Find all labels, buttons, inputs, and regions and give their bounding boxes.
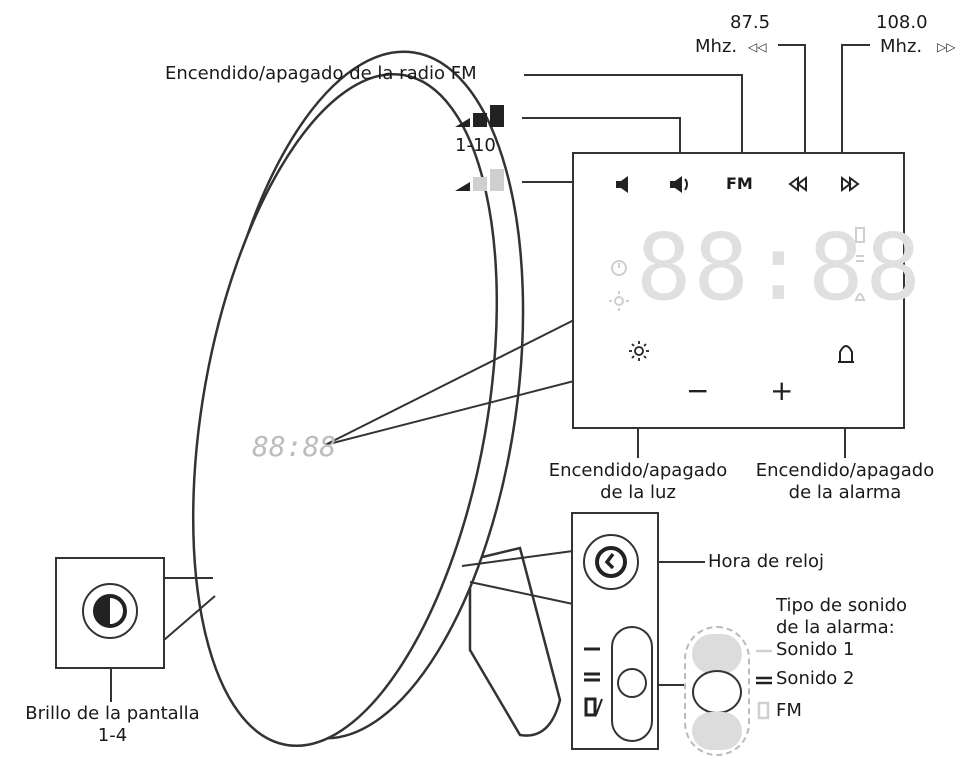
label-light-toggle: Encendido/apagado de la luz [534, 460, 742, 504]
big-slider-bottom [692, 712, 742, 750]
sound-slider[interactable] [611, 626, 653, 742]
device-disc-face [191, 73, 499, 747]
label-sound-type-2: de la alarma: [776, 617, 895, 638]
brightness-panel [55, 557, 165, 669]
leader-fm-min [778, 44, 806, 170]
label-fm-min-freq: 87.5 [730, 12, 771, 33]
label-light-line2: de la luz [600, 482, 676, 503]
leader-radio-fm [524, 74, 743, 170]
right-status-icons [854, 227, 866, 301]
volume-min-icon [455, 169, 504, 191]
sound-type-legend-icons [756, 649, 772, 720]
label-fm-max-freq: 108.0 [876, 12, 928, 33]
forward-icon [841, 176, 860, 192]
label-volume-range: 1-10 [455, 135, 496, 156]
sound-slider-knob[interactable] [617, 668, 647, 698]
label-sound-1: Sonido 1 [776, 639, 855, 660]
light-button-icon [629, 341, 649, 361]
bright-callout-bottom [163, 595, 216, 641]
display-panel: FM 88:88 − + [572, 152, 921, 429]
label-sound-fm: FM [776, 700, 802, 721]
clock-icon [595, 546, 627, 578]
leader-fm-max [841, 44, 870, 170]
big-slider-mid [692, 670, 742, 714]
clock-digits: 88:88 [636, 214, 923, 321]
fm-button[interactable]: FM [726, 174, 753, 193]
minus-button[interactable]: − [686, 374, 710, 407]
label-screen-brightness: Brillo de la pantalla 1-4 [0, 703, 225, 747]
clock-button[interactable] [583, 534, 639, 590]
device-clock-digits: 88:88 [252, 430, 337, 463]
callout-line-top [324, 317, 579, 446]
volume-max-icon [455, 105, 504, 127]
label-clock-time: Hora de reloj [708, 551, 825, 572]
display-panel-art [609, 176, 866, 363]
sun-small-icon [609, 291, 629, 311]
label-light-line1: Encendido/apagado [548, 460, 728, 481]
plus-button[interactable]: + [770, 374, 794, 407]
label-alarm-toggle: Encendido/apagado de la alarma [740, 460, 950, 504]
brightness-button[interactable] [82, 583, 138, 639]
rewind-icon [788, 176, 807, 192]
rewind-small-icon: ◁◁ [747, 40, 766, 54]
side-callout-top [461, 550, 574, 567]
label-fm-max-unit: Mhz. [880, 36, 923, 57]
volume-up-icon [670, 176, 688, 193]
label-radio-fm: Encendido/apagado de la radio FM [165, 63, 477, 84]
label-brightness-line1: Brillo de la pantalla [25, 703, 200, 724]
device-stand [468, 546, 562, 737]
side-callout-bottom [469, 581, 574, 605]
forward-small-icon: ▷▷ [937, 40, 956, 54]
timer-icon [611, 260, 627, 276]
big-sound-slider [684, 626, 750, 756]
alarm-bell-icon [838, 345, 854, 363]
callout-line-bottom [324, 379, 579, 446]
side-controls-panel [571, 512, 659, 750]
big-slider-top [692, 634, 742, 674]
brightness-icon [93, 594, 127, 628]
label-fm-min-unit: Mhz. [695, 36, 738, 57]
label-alarm-line2: de la alarma [788, 482, 902, 503]
sound-type-icons [584, 647, 603, 717]
label-brightness-range: 1-4 [97, 725, 128, 746]
volume-down-icon [616, 176, 628, 193]
label-sound-2: Sonido 2 [776, 668, 855, 689]
label-alarm-line1: Encendido/apagado [755, 460, 935, 481]
label-sound-type-1: Tipo de sonido [776, 595, 908, 616]
